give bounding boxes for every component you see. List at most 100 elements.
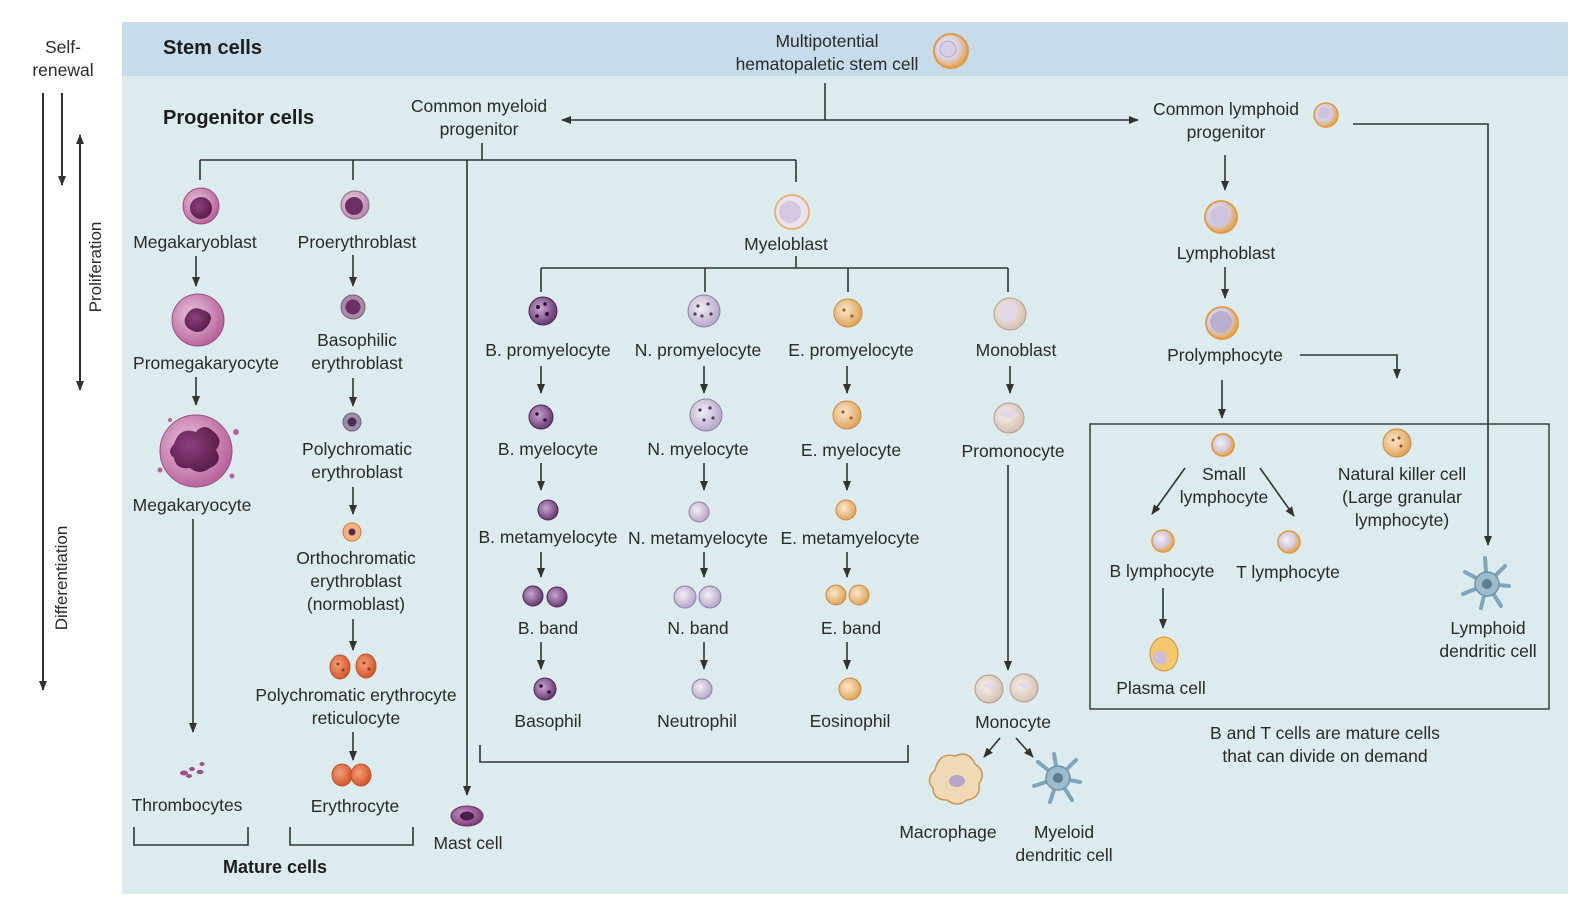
- lymphoid-dendritic-cell-label: Lymphoid dendritic cell: [1439, 618, 1537, 661]
- orthochromatic-erythroblast-icon: [342, 522, 362, 542]
- mast-cell-icon: [450, 805, 484, 827]
- mature-brackets: [133, 745, 909, 846]
- hsc-label: Multipotential hematopaletic stem cell: [735, 31, 919, 74]
- megakaryocyte-label: Megakaryocyte: [132, 495, 252, 515]
- b-lymphocyte-label: B lymphocyte: [1109, 561, 1215, 581]
- e-band-icon: [825, 584, 870, 606]
- thrombocytes-label: Thrombocytes: [131, 795, 243, 815]
- basophilic-erythroblast-icon: [340, 294, 366, 320]
- n-promyelocyte-label: N. promyelocyte: [634, 340, 762, 360]
- proerythroblast-icon: [340, 190, 370, 220]
- promegakaryocyte-icon: [171, 293, 225, 347]
- natural-killer-cell-label: Natural killer cell (Large granular lymp…: [1337, 464, 1467, 530]
- b-metamyelocyte-icon: [537, 499, 559, 521]
- n-myelocyte-label: N. myelocyte: [647, 439, 749, 459]
- megakaryocyte-icon: [157, 414, 239, 488]
- monocyte-label: Monocyte: [975, 712, 1051, 732]
- diagram-background: [122, 22, 1568, 894]
- e-myelocyte-label: E. myelocyte: [800, 440, 902, 460]
- self-renewal-label: Self- renewal: [32, 37, 94, 80]
- eosinophil-label: Eosinophil: [809, 711, 891, 731]
- basophilic-erythroblast-label: Basophilic erythroblast: [311, 330, 403, 373]
- monoblast-icon: [993, 297, 1027, 331]
- macrophage-label: Macrophage: [899, 822, 997, 842]
- erythrocyte-label: Erythrocyte: [310, 796, 400, 816]
- e-promyelocyte-label: E. promyelocyte: [788, 340, 914, 360]
- polychromatic-erythrocyte-label: Polychromatic erythrocyte reticulocyte: [255, 685, 457, 728]
- stem-cells-header: Stem cells: [163, 37, 262, 59]
- natural-killer-cell-icon: [1382, 428, 1412, 458]
- lymphoblast-icon: [1204, 200, 1238, 234]
- promegakaryocyte-label: Promegakaryocyte: [133, 353, 279, 373]
- n-band-icon: [673, 585, 722, 609]
- polychromatic-erythroblast-icon: [342, 412, 362, 432]
- neutrophil-label: Neutrophil: [657, 711, 737, 731]
- b-metamyelocyte-label: B. metamyelocyte: [478, 527, 618, 547]
- cmp-label: Common myeloid progenitor: [410, 96, 548, 139]
- lymphocyte-note: B and T cells are mature cells that can …: [1210, 723, 1440, 766]
- neutrophil-icon: [691, 678, 713, 700]
- b-lymphocyte-icon: [1151, 529, 1175, 553]
- macrophage-icon: [928, 753, 983, 805]
- lymphoid-dendritic-cell-icon: [1461, 556, 1511, 610]
- e-myelocyte-icon: [832, 400, 862, 430]
- monoblast-label: Monoblast: [975, 340, 1057, 360]
- e-metamyelocyte-icon: [835, 499, 857, 521]
- stem-cell-icon: [933, 33, 969, 69]
- lymphoblast-label: Lymphoblast: [1176, 243, 1276, 263]
- e-metamyelocyte-label: E. metamyelocyte: [780, 528, 920, 548]
- b-band-icon: [522, 585, 568, 608]
- lineage-connectors: [189, 83, 1492, 796]
- promonocyte-label: Promonocyte: [961, 441, 1065, 461]
- orthochromatic-erythroblast-label: Orthochromatic erythroblast (normoblast): [296, 548, 416, 614]
- eosinophil-icon: [838, 677, 862, 701]
- n-metamyelocyte-icon: [688, 501, 710, 523]
- myeloblast-label: Myeloblast: [744, 234, 828, 254]
- b-myelocyte-label: B. myelocyte: [497, 439, 599, 459]
- megakaryoblast-icon: [182, 187, 220, 225]
- myeloblast-icon: [774, 194, 810, 230]
- n-band-label: N. band: [667, 618, 729, 638]
- n-metamyelocyte-label: N. metamyelocyte: [627, 528, 769, 548]
- basophil-icon: [533, 677, 557, 701]
- basophil-label: Basophil: [514, 711, 582, 731]
- promonocyte-icon: [993, 402, 1025, 434]
- b-band-label: B. band: [517, 618, 579, 638]
- prolymphocyte-label: Prolymphocyte: [1167, 345, 1283, 365]
- prolymphocyte-icon: [1205, 306, 1239, 340]
- erythrocyte-icon: [331, 763, 372, 787]
- myeloid-dendritic-cell-label: Myeloid dendritic cell: [1015, 822, 1113, 865]
- differentiation-label: Differentiation: [52, 525, 71, 631]
- e-promyelocyte-icon: [833, 298, 863, 328]
- b-promyelocyte-icon: [528, 296, 558, 326]
- common-lymphoid-progenitor-icon: [1313, 102, 1339, 128]
- t-lymphocyte-icon: [1277, 530, 1301, 554]
- monocyte-icon: [974, 673, 1039, 704]
- clp-label: Common lymphoid progenitor: [1153, 99, 1299, 142]
- plasma-cell-label: Plasma cell: [1116, 678, 1206, 698]
- t-lymphocyte-label: T lymphocyte: [1236, 562, 1340, 582]
- mast-cell-label: Mast cell: [433, 833, 503, 853]
- b-myelocyte-icon: [528, 404, 554, 430]
- progenitor-cells-header: Progenitor cells: [163, 107, 315, 129]
- polychromatic-erythroblast-label: Polychromatic erythroblast: [302, 439, 412, 482]
- myeloid-dendritic-cell-icon: [1032, 752, 1082, 804]
- lymphoid-mature-box: [1089, 423, 1550, 710]
- polychromatic-erythrocyte-icon: [329, 653, 377, 680]
- e-band-label: E. band: [820, 618, 882, 638]
- mature-cells-header: Mature cells: [223, 857, 328, 877]
- b-promyelocyte-label: B. promyelocyte: [485, 340, 611, 360]
- stem-cell-band: [122, 22, 1568, 76]
- megakaryoblast-label: Megakaryoblast: [133, 232, 257, 252]
- small-lymphocyte-icon: [1211, 433, 1235, 457]
- n-promyelocyte-icon: [687, 294, 721, 328]
- thrombocytes-icon: [180, 762, 205, 778]
- proliferation-label: Proliferation: [86, 221, 105, 313]
- small-lymphocyte-label: Small lymphocyte: [1179, 464, 1269, 507]
- n-myelocyte-icon: [689, 398, 723, 432]
- proerythroblast-label: Proerythroblast: [297, 232, 417, 252]
- side-arrows: [39, 93, 84, 691]
- plasma-cell-icon: [1149, 636, 1179, 672]
